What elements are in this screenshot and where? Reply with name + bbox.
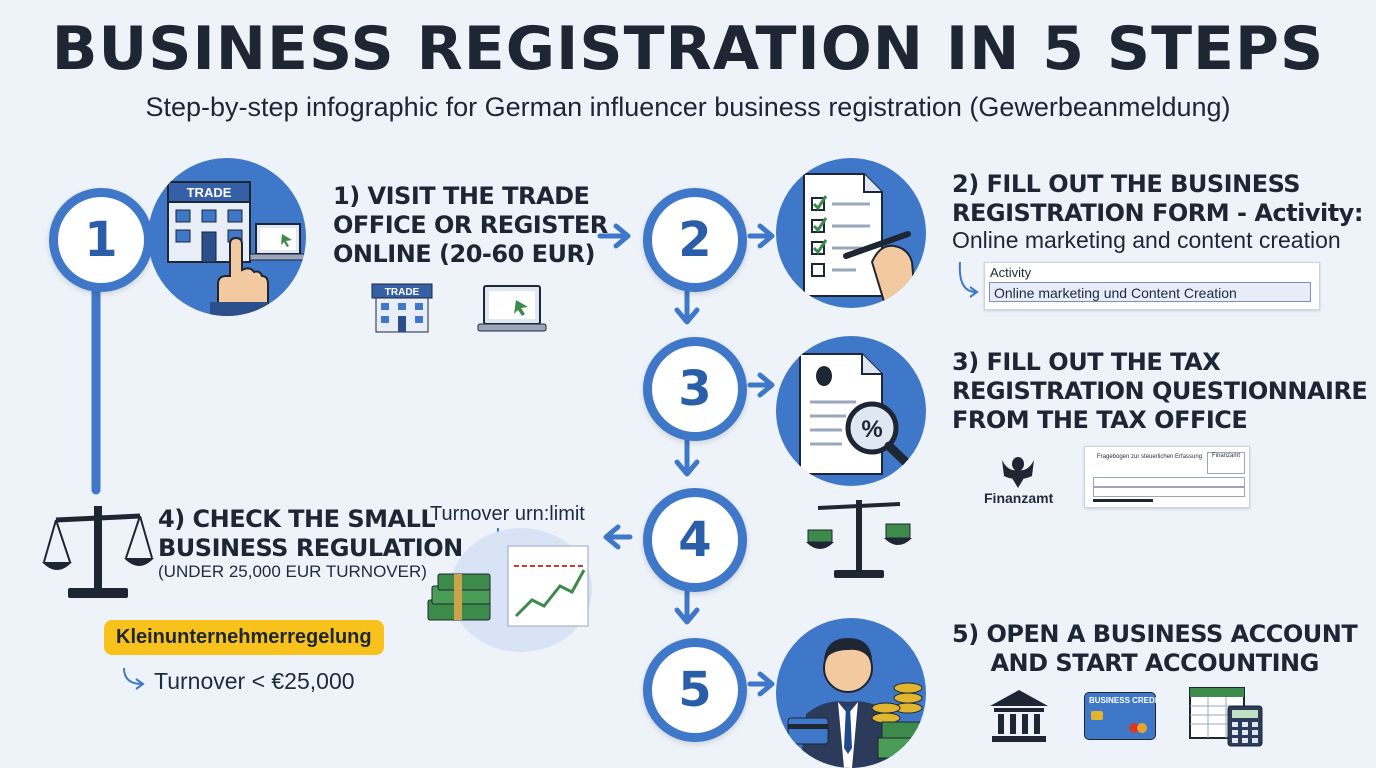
pointer-arrow-activity	[958, 261, 977, 293]
money-stack-icon	[427, 573, 491, 621]
page-subtitle: Step-by-step infographic for German infl…	[145, 92, 1231, 122]
activity-field-label: Activity	[990, 265, 1032, 280]
step-2-number: 2	[643, 188, 747, 292]
laptop-icon	[477, 285, 547, 332]
scale-icon	[42, 506, 154, 598]
arrow-4-to-left	[603, 524, 633, 550]
svg-text:%: %	[861, 416, 882, 443]
step-2-subtext: Online marketing and content creation	[952, 227, 1341, 253]
activity-field-value[interactable]: Online marketing und Content Creation	[989, 282, 1311, 302]
arrow-3-to-illus	[747, 372, 775, 398]
bank-icon	[990, 690, 1048, 742]
scale-money-icon	[806, 500, 912, 578]
step-3-number: 3	[643, 337, 747, 441]
pointer-arrow-turnover	[123, 667, 143, 685]
eagle-icon	[816, 366, 832, 386]
step-1-illustration: TRADE	[148, 158, 306, 316]
step-4-heading: 4) CHECK THE SMALL BUSINESS REGULATION	[158, 505, 463, 562]
trade-sign-text: TRADE	[187, 185, 232, 200]
step-3-heading: 3) FILL OUT THE TAX REGISTRATION QUESTIO…	[952, 348, 1368, 434]
kleinunternehmer-badge: Kleinunternehmerregelung	[104, 620, 384, 655]
step-2-illustration	[776, 158, 926, 308]
page-title: BUSINESS REGISTRATION IN 5 STEPS	[51, 14, 1325, 84]
finanzamt-label: Finanzamt	[984, 490, 1054, 506]
arrow-3-to-4	[674, 435, 700, 477]
business-credit-card-icon: BUSINESS CREDI	[1084, 692, 1157, 740]
eagle-icon	[1002, 457, 1034, 488]
spreadsheet-calculator-icon	[1189, 687, 1263, 747]
step-5-heading: 5) OPEN A BUSINESS ACCOUNT AND START ACC…	[952, 620, 1358, 677]
step-1-number: 1	[49, 188, 153, 292]
tax-form-thumbnail: Fragebogen zur steuerlichen Erfassung Fi…	[1084, 446, 1250, 508]
step-4-number: 4	[643, 488, 747, 592]
turnover-note: Turnover < €25,000	[154, 668, 355, 694]
turnover-chart-icon	[427, 545, 589, 627]
building-icon: TRADE	[371, 283, 433, 333]
arrow-2-to-illus	[747, 223, 775, 249]
step-2-heading: 2) FILL OUT THE BUSINESS REGISTRATION FO…	[952, 170, 1363, 227]
step-5-number: 5	[643, 638, 747, 742]
step-1-heading: 1) VISIT THE TRADE OFFICE OR REGISTER ON…	[333, 182, 608, 268]
svg-text:TRADE: TRADE	[385, 287, 420, 298]
activity-field-card: Activity Online marketing und Content Cr…	[984, 262, 1320, 310]
arrow-4-to-5	[674, 585, 700, 625]
step-5-illustration	[776, 618, 926, 768]
arrow-1-to-2	[597, 223, 631, 249]
step-3-illustration: %	[776, 336, 926, 486]
arrow-5-to-illus	[747, 671, 775, 697]
chart-label: Turnover urn:limit	[430, 503, 585, 525]
step-4-subtext: (UNDER 25,000 EUR TURNOVER)	[158, 562, 427, 581]
